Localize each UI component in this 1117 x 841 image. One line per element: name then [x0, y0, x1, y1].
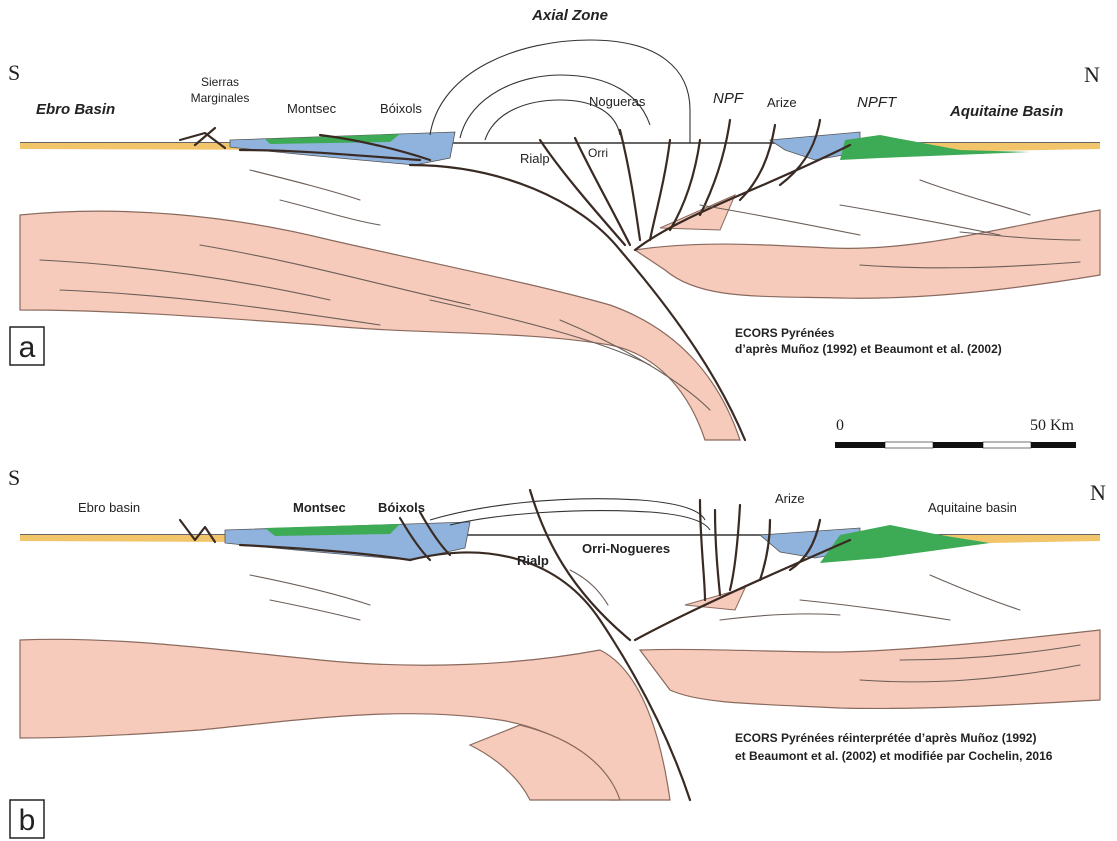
- panel-b-ebro-label: Ebro basin: [78, 500, 140, 515]
- panel-a-npft-label: NPFT: [857, 94, 898, 111]
- panel-b-south-label: S: [8, 465, 20, 490]
- panel-b-montsec-label: Montsec: [293, 500, 346, 515]
- panel-b-arize-label: Arize: [775, 491, 805, 506]
- panel-b-caption-line2: et Beaumont et al. (2002) et modifiée pa…: [735, 749, 1053, 763]
- panel-a-ebro-label: Ebro Basin: [36, 101, 115, 118]
- panel-a: [20, 40, 1100, 440]
- panel-a-north-label: N: [1084, 62, 1100, 87]
- panel-b-aquitaine-label: Aquitaine basin: [928, 500, 1017, 515]
- panel-a-south-crust-band: [20, 211, 740, 440]
- scale-bar: [835, 442, 1076, 448]
- panel-a-orri-label: Orri: [588, 146, 608, 160]
- panel-a-rialp-label: Rialp: [520, 151, 550, 166]
- panel-a-caption-line2: d’après Muñoz (1992) et Beaumont et al. …: [735, 342, 1002, 356]
- panel-a-boixols-label: Bóixols: [380, 101, 422, 116]
- scale-bar-end-label: 50 Km: [1030, 417, 1075, 434]
- panel-b-north-crust-band: [640, 630, 1100, 708]
- panel-a-nogueras-label: Nogueras: [589, 94, 646, 109]
- panel-a-sierras-label-2: Marginales: [191, 91, 250, 105]
- panel-a-npf-label: NPF: [713, 90, 744, 107]
- panel-b-ebro-sediments: [20, 535, 240, 542]
- panel-b-north-label: N: [1090, 480, 1106, 505]
- scale-bar-start-label: 0: [836, 417, 844, 434]
- panel-a-arize-label: Arize: [767, 95, 797, 110]
- panel-a-axial-dome: [430, 40, 690, 143]
- panel-a-montsec-label: Montsec: [287, 101, 337, 116]
- panel-b-boixols-label: Bóixols: [378, 500, 425, 515]
- panel-b-caption-line1: ECORS Pyrénées réinterprétée d’après Muñ…: [735, 731, 1036, 745]
- panel-a-sierras-label-1: Sierras: [201, 75, 239, 89]
- panel-b-rialp-label: Rialp: [517, 553, 549, 568]
- panel-a-aquitaine-label: Aquitaine Basin: [949, 103, 1063, 120]
- panel-a-label: a: [19, 331, 36, 364]
- panel-b-label: b: [19, 804, 36, 837]
- panel-a-axial-zone-title: Axial Zone: [531, 7, 608, 24]
- panel-a-caption-line1: ECORS Pyrénées: [735, 326, 835, 340]
- panel-b-orri-nogueres-label: Orri-Nogueres: [582, 541, 670, 556]
- panel-a-pink-wedge: [660, 195, 735, 230]
- panel-a-south-label: S: [8, 60, 20, 85]
